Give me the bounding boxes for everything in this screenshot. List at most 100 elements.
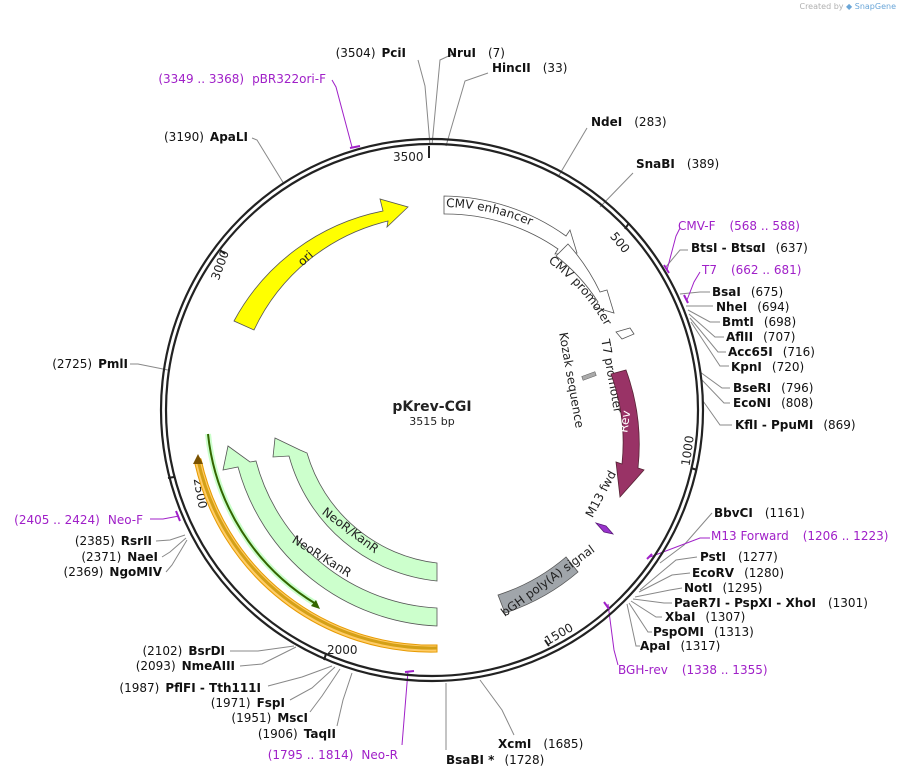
site-pcii: (3504)PciI bbox=[336, 46, 406, 60]
primer-leader-lines bbox=[150, 79, 710, 746]
site-noti: NotI(1295) bbox=[684, 581, 762, 595]
primer-bar-m13forward bbox=[646, 553, 653, 560]
leader-nrui bbox=[431, 52, 456, 146]
primer-neo-f: (2405 .. 2424)Neo-F bbox=[14, 513, 143, 527]
leader-t7 bbox=[686, 271, 701, 301]
leader-fspi bbox=[289, 666, 336, 701]
feature-neor-inner bbox=[272, 437, 438, 582]
leader-ndei bbox=[557, 127, 588, 178]
feature-kozak bbox=[581, 371, 597, 381]
plasmid-name: pKrev-CGI bbox=[392, 399, 471, 415]
site-btsi: BtsI - BtsαI(637) bbox=[691, 241, 808, 255]
tick-marks bbox=[167, 146, 698, 661]
site-kpni: KpnI(720) bbox=[731, 360, 804, 374]
snapgene-logo: ◆ bbox=[846, 2, 853, 11]
primer-bar-pbr322ori-f bbox=[349, 145, 361, 149]
site-snabi: SnaBI(389) bbox=[636, 157, 719, 171]
site-bbvci: BbvCI(1161) bbox=[714, 506, 805, 520]
plasmid-size: 3515 bp bbox=[409, 415, 454, 428]
primer-bar-neo-r bbox=[404, 670, 415, 673]
feature-ori bbox=[233, 198, 409, 331]
leader-pflfi bbox=[267, 665, 333, 687]
leader-msci bbox=[309, 668, 341, 713]
site-xbai: XbaI(1307) bbox=[665, 610, 745, 624]
primer-m13forward: M13 Forward(1206 .. 1223) bbox=[711, 529, 888, 543]
site-hincii: HincII(33) bbox=[492, 61, 567, 75]
site-paer7i: PaeR7I - PspXI - XhoI(1301) bbox=[674, 596, 868, 610]
site-bsabi: BsaBI *(1728) bbox=[446, 753, 544, 767]
site-pflfi: (1987)PflFI - Tth111I bbox=[119, 681, 261, 695]
site-naei: (2371)NaeI bbox=[81, 550, 158, 564]
feature-green-strand-core bbox=[207, 433, 317, 605]
site-pspomi: PspOMI(1313) bbox=[653, 625, 754, 639]
site-pmli: (2725)PmlI bbox=[52, 357, 128, 371]
label-rev: Rev bbox=[616, 409, 633, 433]
leader-m13forward bbox=[649, 537, 710, 558]
primer-cmv-f: CMV-F(568 .. 588) bbox=[678, 219, 800, 233]
site-ecorv: EcoRV(1280) bbox=[692, 566, 784, 580]
site-labels: (3504)PciI NruI(7) HincII(33) NdeI(283) … bbox=[52, 46, 868, 767]
leader-xcmi bbox=[479, 679, 515, 736]
leader-rsrii bbox=[155, 534, 186, 542]
primer-t7: T7(662 .. 681) bbox=[701, 263, 801, 277]
leader-kfli bbox=[702, 400, 732, 426]
site-fspi: (1971)FspI bbox=[211, 696, 285, 710]
leader-paer7i bbox=[632, 598, 672, 604]
label-m13-fwd: M13 fwd bbox=[583, 468, 619, 520]
tick-label-1000: 1000 bbox=[679, 435, 697, 467]
snapgene-credit: Created by ◆ SnapGene bbox=[799, 2, 896, 11]
feature-bgh-polya bbox=[497, 556, 579, 614]
feature-rev bbox=[610, 369, 645, 498]
site-bsrdi: (2102)BsrDI bbox=[142, 644, 225, 658]
leader-cmv-f bbox=[666, 227, 681, 271]
site-apali: (3190)ApaLI bbox=[164, 130, 248, 144]
feature-green-arrowhead bbox=[311, 600, 320, 609]
leader-btsi bbox=[664, 249, 688, 269]
tick-label-2000: 2000 bbox=[327, 643, 358, 657]
leader-bmti bbox=[687, 309, 720, 323]
leader-ecorv bbox=[638, 572, 691, 593]
leader-pmli bbox=[130, 363, 169, 371]
feature-t7-promoter bbox=[615, 327, 635, 340]
leader-neo-f bbox=[150, 515, 180, 520]
feature-orange-arrowhead bbox=[193, 454, 203, 464]
site-aflii: AflII(707) bbox=[726, 330, 795, 344]
primer-bars bbox=[175, 145, 689, 673]
site-msci: (1951)MscI bbox=[231, 711, 308, 725]
leader-xbai bbox=[630, 600, 662, 618]
tick-500 bbox=[624, 222, 630, 230]
site-taqii: (1906)TaqII bbox=[258, 727, 336, 741]
leader-bbvci bbox=[659, 512, 713, 564]
site-kfli: KflI - PpuMI(869) bbox=[735, 418, 856, 432]
leader-econi bbox=[700, 378, 730, 404]
site-ndei: NdeI(283) bbox=[591, 115, 667, 129]
leader-kpni bbox=[690, 321, 729, 367]
label-neor-inner: NeoR/KanR bbox=[319, 505, 381, 557]
site-nhei: NheI(694) bbox=[716, 300, 789, 314]
leader-apali bbox=[251, 137, 285, 185]
leader-hincii bbox=[445, 72, 489, 147]
feature-m13-fwd bbox=[594, 522, 615, 535]
feature-neor-outer bbox=[222, 445, 438, 627]
site-bmti: BmtI(698) bbox=[722, 315, 796, 329]
leader-ngomiv bbox=[165, 539, 188, 573]
leader-noti bbox=[634, 587, 683, 598]
site-econi: EcoNI(808) bbox=[733, 396, 813, 410]
primer-bar-neo-f bbox=[175, 510, 181, 522]
tick-label-500: 500 bbox=[607, 229, 632, 256]
site-ngomiv: (2369)NgoMIV bbox=[64, 565, 163, 579]
label-bgh-polya: bGH poly(A) signal bbox=[498, 542, 597, 619]
primer-pbr322ori-f: (3349 .. 3368)pBR322ori-F bbox=[158, 72, 326, 86]
leader-bseri bbox=[699, 371, 730, 389]
site-xcmi: XcmI(1685) bbox=[498, 737, 583, 751]
tick-3000 bbox=[219, 249, 226, 255]
feature-cmv-promoter bbox=[555, 243, 615, 314]
leader-pbr322ori-f bbox=[331, 79, 353, 148]
site-bseri: BseRI(796) bbox=[733, 381, 813, 395]
label-kozak: Kozak sequence bbox=[556, 331, 587, 429]
leader-taqii bbox=[336, 672, 353, 727]
site-bsai: BsaI(675) bbox=[712, 285, 783, 299]
primer-bar-bghrev bbox=[603, 601, 610, 610]
primer-bghrev: BGH-rev(1338 .. 1355) bbox=[618, 663, 768, 677]
